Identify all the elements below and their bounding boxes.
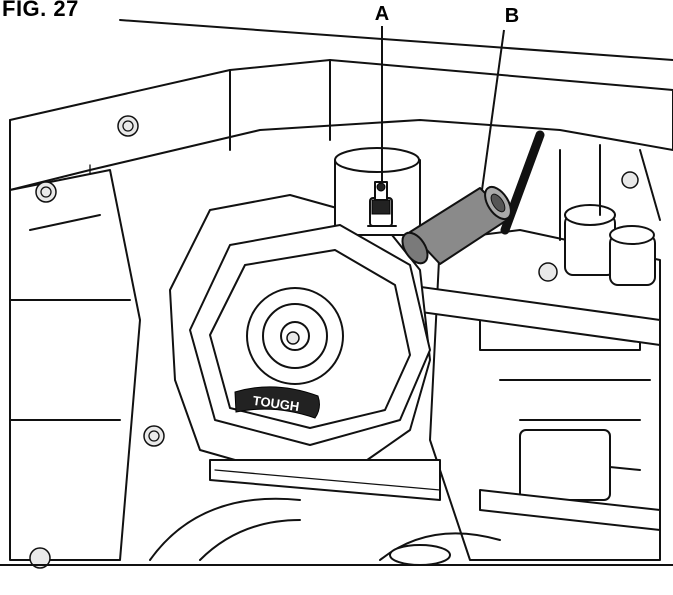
lower-assembly bbox=[0, 497, 673, 566]
chassis-frame bbox=[9, 19, 673, 569]
callout-b-leader bbox=[481, 29, 505, 191]
callout-a-label: A bbox=[375, 3, 389, 25]
spark-plug bbox=[367, 181, 397, 227]
callout-b-label: B bbox=[505, 5, 519, 27]
tough-decal: TOUGH bbox=[234, 386, 320, 419]
decal-text: TOUGH bbox=[252, 393, 300, 414]
spark-plug-boot bbox=[401, 185, 512, 265]
figure-title: FIG. 27 bbox=[2, 0, 79, 21]
